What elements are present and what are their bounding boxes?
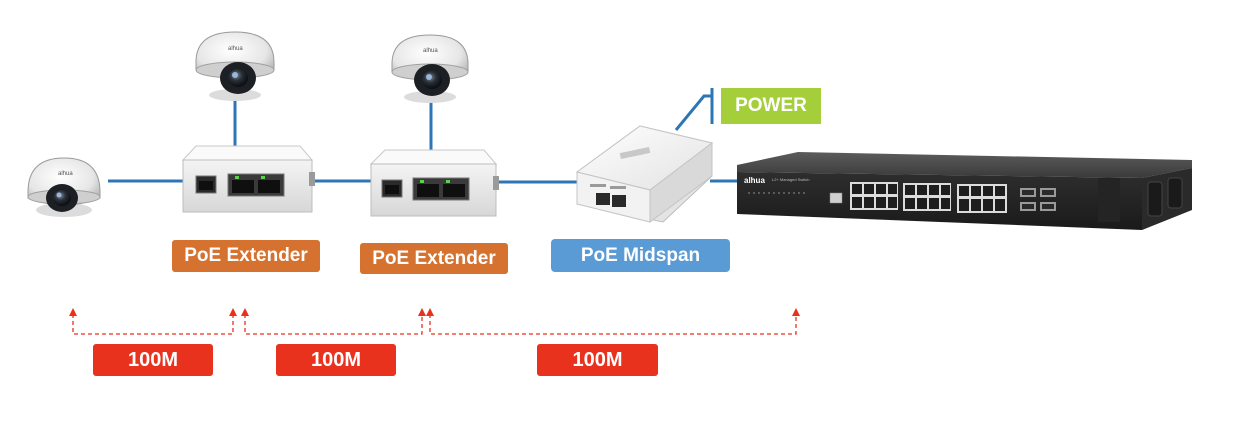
distance-label: 100M [537,344,658,376]
distance-bracket-2 [244,314,423,335]
svg-text:alhua: alhua [58,171,73,177]
cables [108,88,740,184]
poe-extender-label: PoE Extender [172,240,320,272]
poe-midspan-device-icon [575,125,714,223]
distance-arrowheads [69,308,800,316]
network-switch-device-icon: alhua L2+ Managed Switch [737,152,1192,230]
arrow-up-icon [69,308,77,316]
dome-camera-icon: alhua [391,34,469,103]
arrow-up-icon [229,308,237,316]
dome-camera-icon: alhua [27,157,101,217]
distance-bracket-3 [429,314,797,335]
poe-extender-device-icon [369,149,499,217]
power-label: POWER [721,88,821,124]
arrow-up-icon [426,308,434,316]
svg-text:alhua: alhua [228,46,243,52]
distance-markers [72,314,797,335]
svg-text:L2+ Managed Switch: L2+ Managed Switch [772,177,809,182]
arrow-up-icon [241,308,249,316]
distance-label: 100M [93,344,213,376]
poe-extender-label: PoE Extender [360,243,508,274]
poe-midspan-label: PoE Midspan [551,239,730,272]
cable-midspan-power [674,94,712,131]
poe-extender-device-icon [181,145,315,213]
svg-text:alhua: alhua [423,48,438,54]
distance-bracket-1 [72,314,234,335]
arrow-up-icon [418,308,426,316]
svg-text:alhua: alhua [744,176,765,185]
arrow-up-icon [792,308,800,316]
dome-camera-icon: alhua [195,31,275,101]
distance-label: 100M [276,344,396,376]
